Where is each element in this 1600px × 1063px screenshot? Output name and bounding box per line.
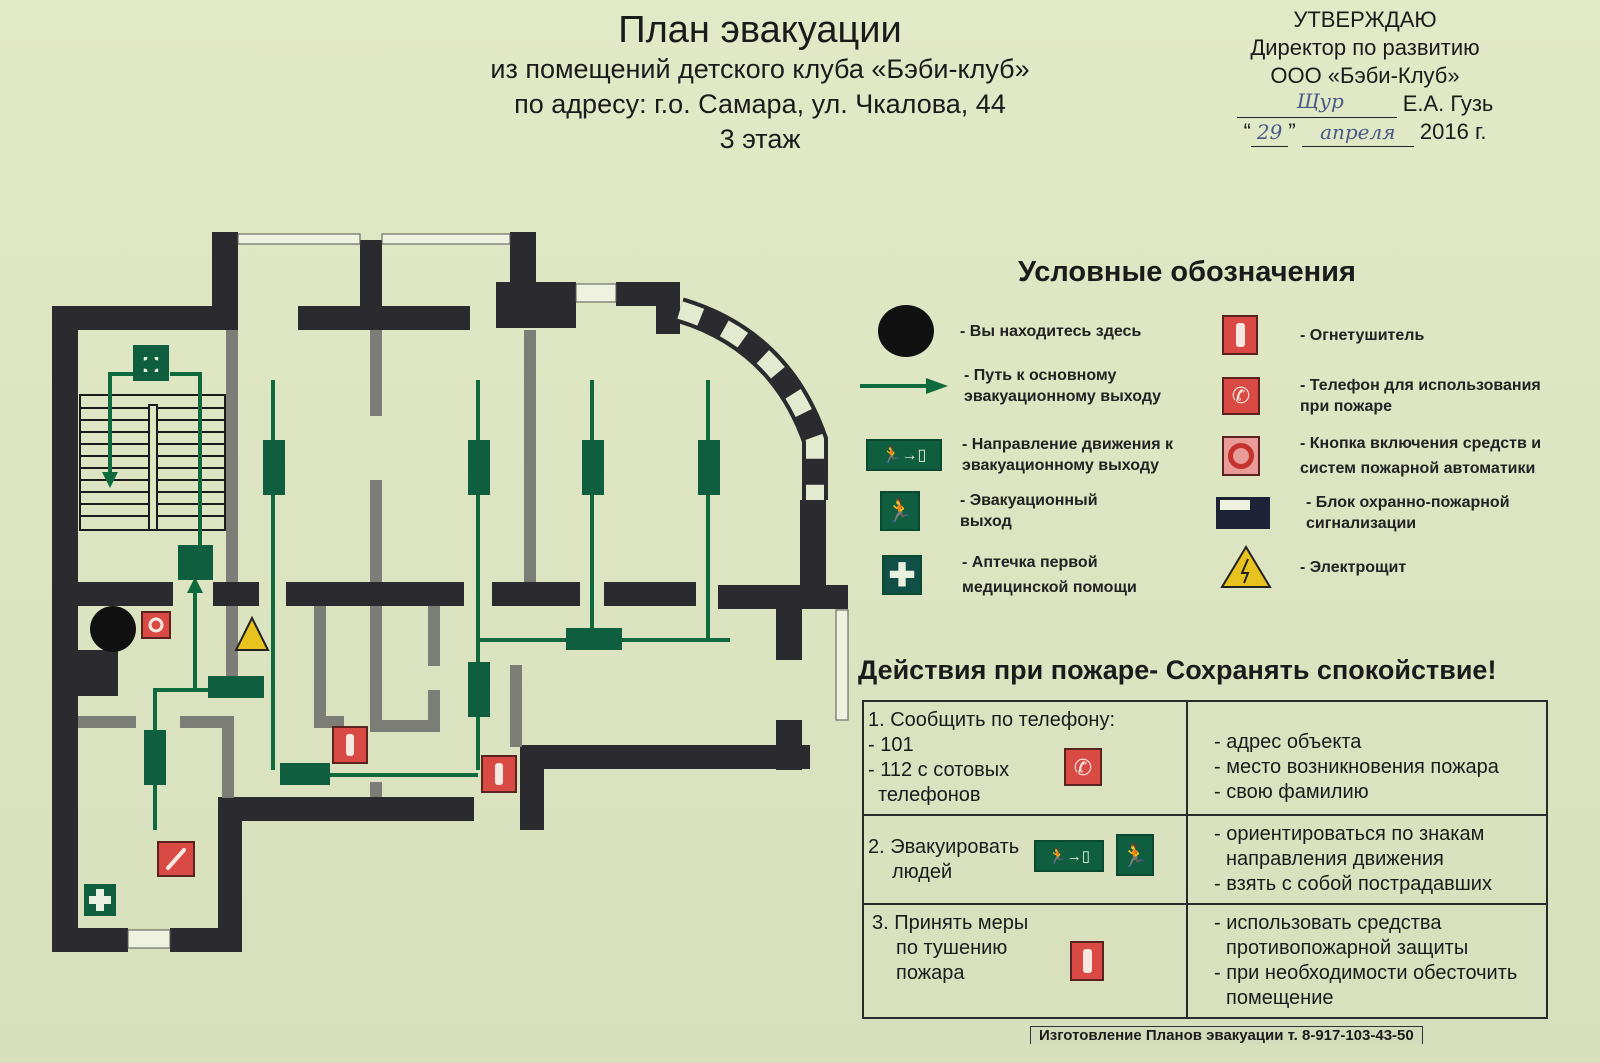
subtitle-line-2: по адресу: г.о. Самара, ул. Чкалова, 44 bbox=[514, 89, 1006, 119]
floor-label: 3 этаж bbox=[719, 124, 801, 154]
legend-item-exit: 🏃 - Эвакуационный выход bbox=[880, 490, 1120, 532]
direction-sign-icon bbox=[698, 440, 720, 495]
electrical-panel-icon bbox=[234, 615, 270, 651]
fire-extinguisher-icon bbox=[1070, 941, 1104, 981]
signature-line: Щур bbox=[1236, 89, 1397, 118]
fire-extinguisher-icon bbox=[1222, 315, 1258, 355]
approval-heading: УТВЕРЖДАЮ bbox=[1293, 7, 1437, 32]
direction-sign-icon bbox=[468, 440, 490, 495]
date-year: 2016 г. bbox=[1419, 119, 1487, 144]
direction-sign-icon bbox=[468, 662, 490, 717]
action-step-3-details: - использовать средства противопожарной … bbox=[1186, 903, 1548, 1019]
legend-title: Условные обозначения bbox=[1018, 256, 1356, 288]
title-block: План эвакуации из помещений детского клу… bbox=[440, 8, 1080, 157]
date-day: 29 bbox=[1250, 118, 1289, 147]
subtitle-line-1: из помещений детского клуба «Бэби-клуб» bbox=[490, 54, 1030, 84]
legend-item-alarm-button: - Кнопка включения средств и систем пожа… bbox=[1222, 431, 1570, 481]
first-aid-icon: ✚ bbox=[882, 555, 922, 595]
action-step-3: 3. Принять меры по тушению пожара bbox=[862, 903, 1188, 1019]
table-row: 1. Сообщить по телефону: - 101 - 112 с с… bbox=[862, 700, 1548, 816]
manufacturer-footer: Изготовление Планов эвакуации т. 8-917-1… bbox=[1030, 1026, 1423, 1044]
route-arrow-icon bbox=[860, 378, 948, 394]
fire-phone-icon: ✆ bbox=[1064, 748, 1102, 786]
you-are-here-dot-icon bbox=[878, 305, 934, 357]
approval-date-row: “29” апреля 2016 г. bbox=[1200, 118, 1530, 147]
direction-sign-icon bbox=[566, 628, 622, 650]
exit-direction-sign-icon: 🏃→▯ bbox=[866, 439, 942, 471]
approval-position: Директор по развитию bbox=[1250, 35, 1480, 60]
direction-sign-icon bbox=[263, 440, 285, 495]
security-alarm-unit-icon bbox=[1216, 497, 1270, 529]
signature: Щур bbox=[1296, 89, 1344, 113]
table-row: 3. Принять меры по тушению пожара - испо… bbox=[862, 903, 1548, 1019]
plan-signs: ⛚ bbox=[84, 345, 720, 916]
alarm-button-icon bbox=[141, 611, 171, 639]
approval-signature-row: Щур Е.А. Гузь bbox=[1200, 89, 1530, 118]
legend-item-extinguisher: - Огнетушитель bbox=[1222, 315, 1424, 355]
exit-sign-icon bbox=[133, 345, 169, 381]
staircase bbox=[79, 394, 226, 531]
fire-alarm-button-icon bbox=[1222, 436, 1260, 476]
fire-actions-title: Действия при пожаре- Сохранять спокойств… bbox=[858, 655, 1497, 685]
signer-name: Е.А. Гузь bbox=[1402, 91, 1494, 116]
outer-walls bbox=[52, 232, 848, 952]
date-month: апреля bbox=[1301, 118, 1414, 147]
emergency-exit-icon: 🏃 bbox=[880, 491, 920, 531]
legend-item-phone: ✆ - Телефон для использования при пожаре bbox=[1222, 375, 1560, 417]
partitions bbox=[78, 330, 536, 798]
direction-sign-icon bbox=[582, 440, 604, 495]
action-step-1-details: - адрес объекта - место возникновения по… bbox=[1186, 700, 1548, 816]
action-step-1: 1. Сообщить по телефону: - 101 - 112 с с… bbox=[862, 700, 1188, 816]
exit-direction-sign-icon: 🏃→▯ bbox=[1034, 840, 1104, 872]
legend-item-direction: 🏃→▯ - Направление движения к эвакуационн… bbox=[866, 434, 1202, 476]
emergency-exit-icon: 🏃 bbox=[1116, 834, 1154, 876]
legend-item-security-unit: - Блок охранно-пожарной сигнализации bbox=[1216, 492, 1546, 534]
page-title: План эвакуации bbox=[618, 9, 902, 51]
direction-sign-icon bbox=[144, 730, 166, 785]
action-step-2-details: - ориентироваться по знакам направления … bbox=[1186, 814, 1548, 905]
fire-phone-icon: ✆ bbox=[1222, 377, 1260, 415]
svg-text:⛚: ⛚ bbox=[143, 352, 159, 377]
legend-item-route: - Путь к основному эвакуационному выходу bbox=[858, 365, 1194, 407]
exit-sign-icon bbox=[178, 545, 213, 580]
extinguisher-icon bbox=[332, 726, 368, 764]
direction-sign-icon bbox=[280, 763, 330, 785]
legend-item-you-are-here: - Вы находитесь здесь bbox=[878, 305, 1180, 357]
electrical-panel-icon bbox=[1220, 545, 1272, 588]
table-row: 2. Эвакуировать людей 🏃→▯ 🏃 - ориентиров… bbox=[862, 814, 1548, 905]
floor-plan: ⛚ bbox=[52, 232, 849, 952]
legend-item-electrical: - Электрощит bbox=[1220, 545, 1406, 589]
approval-block: УТВЕРЖДАЮ Директор по развитию ООО «Бэби… bbox=[1200, 6, 1530, 147]
approval-company: ООО «Бэби-Клуб» bbox=[1270, 63, 1460, 88]
you-are-here-icon bbox=[90, 606, 136, 652]
action-step-2: 2. Эвакуировать людей 🏃→▯ 🏃 bbox=[862, 814, 1188, 905]
fire-actions-table: 1. Сообщить по телефону: - 101 - 112 с с… bbox=[862, 700, 1548, 1019]
direction-sign-icon bbox=[208, 676, 264, 698]
legend-item-first-aid: ✚ - Аптечка первой медицинской помощи bbox=[882, 550, 1162, 600]
